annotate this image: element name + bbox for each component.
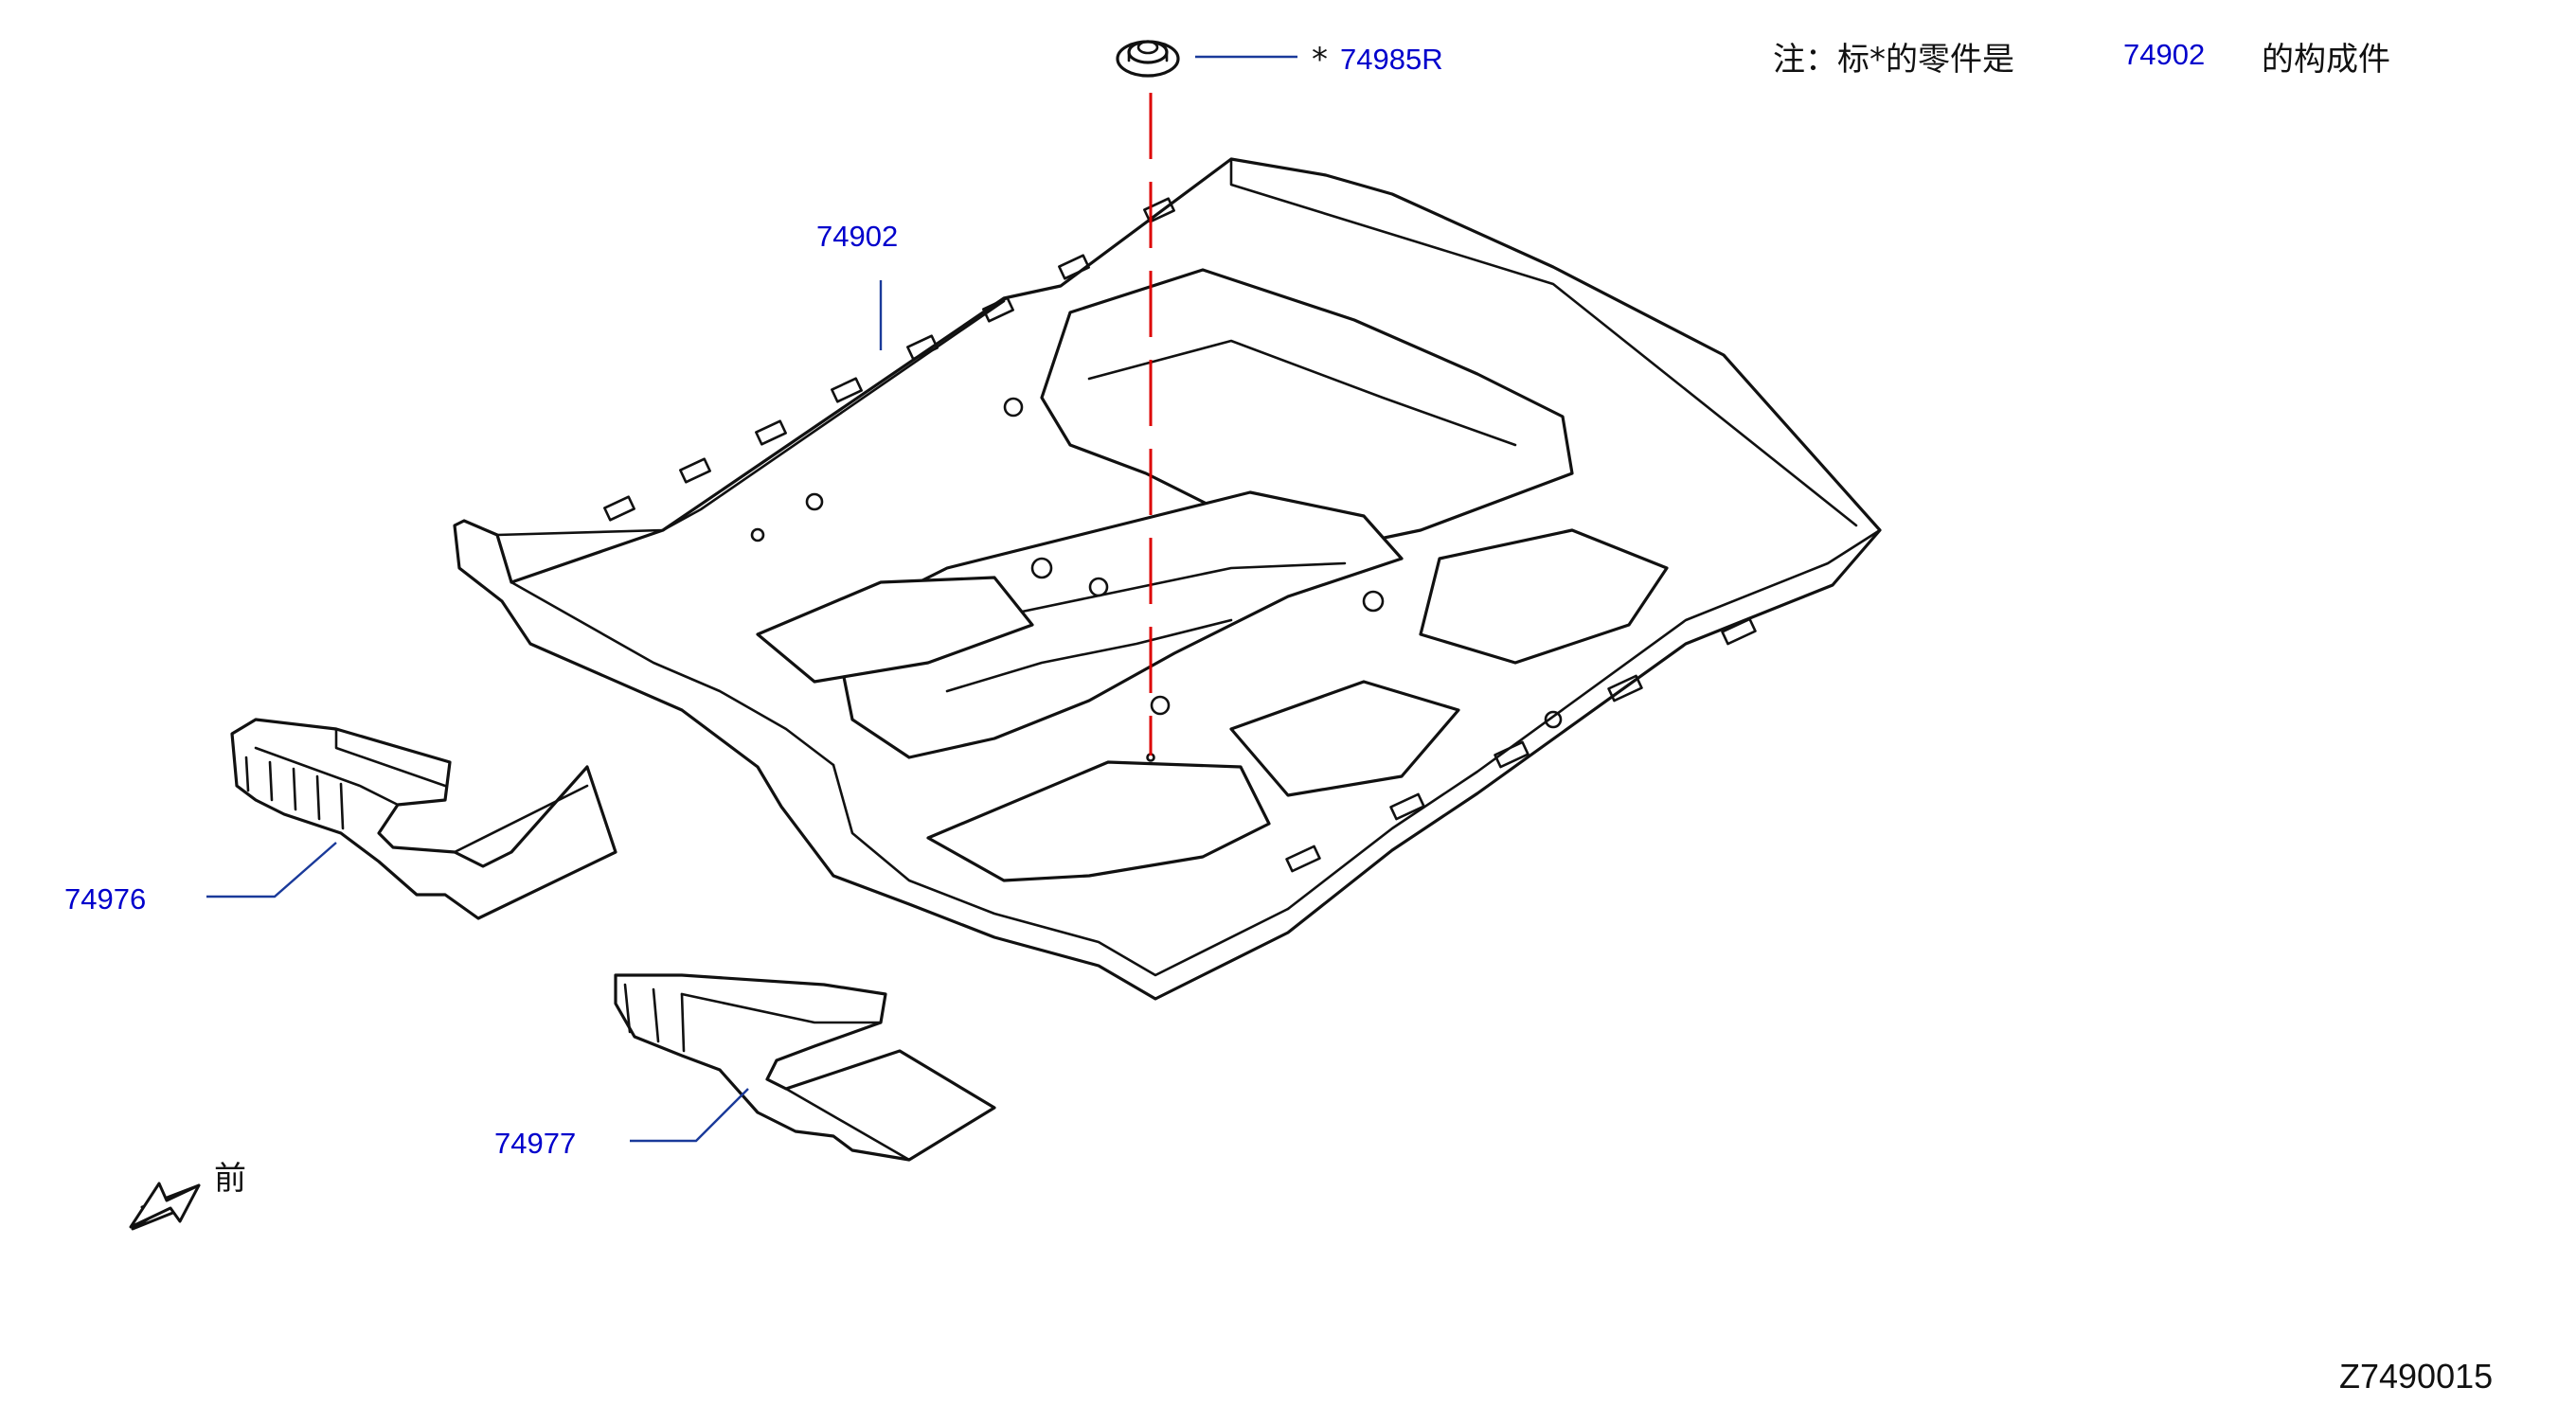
note-part-number: 74902: [2123, 38, 2205, 71]
callout-74902: 74902: [816, 220, 898, 253]
callout-74976: 74976: [64, 882, 146, 916]
callout-74977: 74977: [494, 1127, 576, 1160]
grommet-drawing: [1116, 40, 1180, 78]
grommet-asterisk: *: [1312, 41, 1328, 79]
note-suffix: 的构成件: [2262, 41, 2390, 79]
diagram-code: Z7490015: [2339, 1357, 2493, 1396]
front-arrow-icon: [129, 1182, 201, 1231]
note-prefix: 注：标*的零件是: [1773, 41, 2014, 79]
rear-mat-drawing: [614, 973, 996, 1162]
front-mat-drawing: [230, 718, 617, 920]
callout-74985R: 74985R: [1340, 43, 1443, 76]
front-direction-label: 前: [214, 1160, 246, 1198]
leader-lines: [206, 55, 1297, 1143]
floor-carpet-drawing: [453, 157, 1882, 1001]
